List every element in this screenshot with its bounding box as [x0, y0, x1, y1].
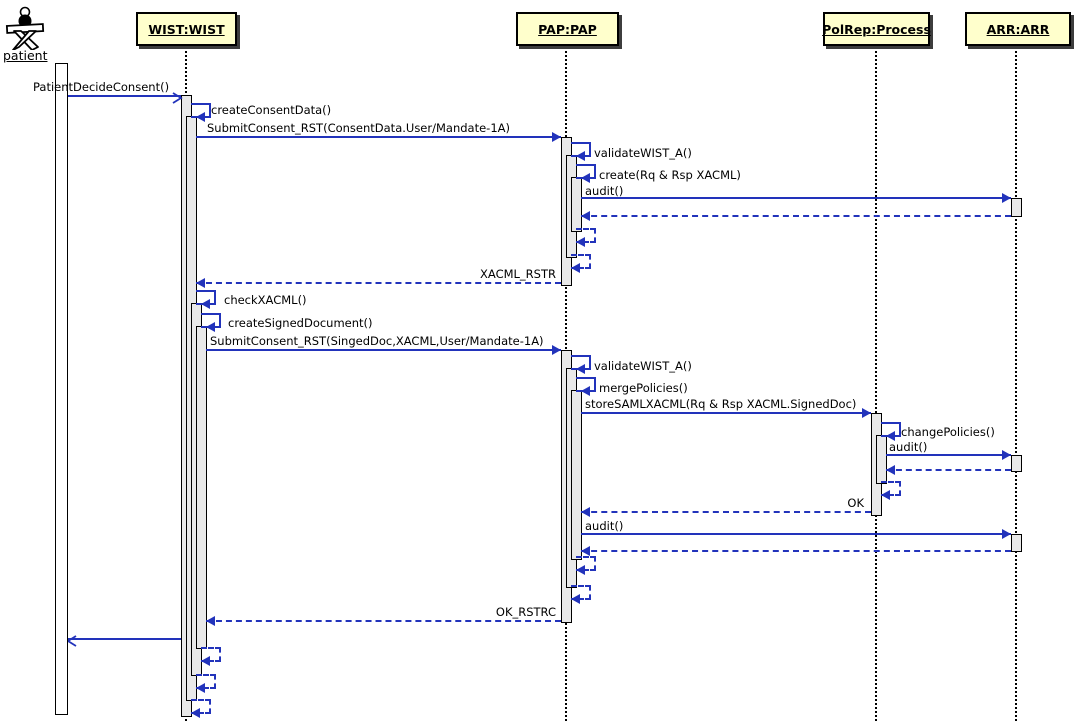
message-label-changePolicies: changePolicies()	[901, 425, 995, 439]
message-audit-2	[886, 454, 1011, 456]
arrowhead-audit-1-return	[581, 211, 590, 221]
message-label-audit-1: audit()	[585, 184, 624, 198]
message-label-checkXACML: checkXACML()	[224, 293, 307, 307]
activation-PolRep-11	[876, 435, 887, 484]
message-PatientDecideConsent	[68, 95, 181, 97]
message-label-audit-2: audit()	[889, 440, 928, 454]
arrowhead-audit-3	[1002, 529, 1011, 539]
lifeline-header-wist: WIST:WIST	[136, 12, 237, 46]
message-label-OK: OK	[847, 496, 864, 510]
message-audit-3-return	[581, 550, 1011, 552]
arrowhead-audit-2	[1002, 450, 1011, 460]
self-return-implicit-return-4	[576, 556, 596, 571]
message-OK	[581, 511, 871, 513]
activation-ARR-14	[1011, 534, 1022, 552]
actor-label: patient	[3, 48, 48, 63]
arrowhead-PatientDecideConsent	[171, 89, 183, 108]
arrowhead-audit-1	[1002, 193, 1011, 203]
arrowhead-implicit-return-6	[201, 656, 210, 666]
lifeline-header-polrep: PolRep:Process	[822, 12, 931, 46]
self-return-implicit-return-3	[881, 481, 901, 496]
message-label-SubmitConsent_RST-2: SubmitConsent_RST(SingedDoc,XACML,User/M…	[210, 334, 544, 348]
message-label-validateWIST_A-2: validateWIST_A()	[594, 359, 692, 373]
lifeline-header-arr: ARR:ARR	[965, 12, 1071, 46]
actor-icon	[4, 6, 46, 54]
lifeline-ARR	[1015, 46, 1017, 721]
self-return-implicit-return-2	[571, 254, 591, 269]
arrowhead-changePolicies	[886, 431, 895, 441]
arrowhead-validateWIST_A-1	[576, 151, 585, 161]
message-label-OK_RSTRC: OK_RSTRC	[495, 605, 556, 619]
arrowhead-implicit-return-7	[196, 683, 205, 693]
message-label-storeSAMLXACML: storeSAMLXACML(Rq & Rsp XACML.SignedDoc)	[585, 397, 857, 411]
arrowhead-implicit-return-5	[571, 594, 580, 604]
message-label-audit-3: audit()	[585, 519, 624, 533]
arrowhead-implicit-return-8	[191, 708, 200, 718]
arrowhead-implicit-return-2	[571, 263, 580, 273]
lifeline-header-arr-label: ARR:ARR	[986, 21, 1050, 37]
arrowhead-SubmitConsent_RST-1	[552, 132, 561, 142]
message-label-createSignedDocument: createSignedDocument()	[228, 316, 373, 330]
arrowhead-validateWIST_A-2	[576, 364, 585, 374]
arrowhead-audit-3-return	[581, 546, 590, 556]
arrowhead-SubmitConsent_RST-2	[552, 345, 561, 355]
activation-ARR-12	[1011, 198, 1022, 217]
arrowhead-createSignedDocument	[206, 322, 215, 332]
lifeline-header-pap: PAP:PAP	[516, 12, 619, 46]
arrowhead-return-to-patient	[66, 632, 78, 651]
activation-PAP-6	[571, 177, 582, 232]
arrowhead-checkXACML	[201, 299, 210, 309]
self-return-implicit-return-7	[196, 674, 216, 689]
message-audit-3	[581, 533, 1011, 535]
self-return-implicit-return-1	[576, 228, 596, 243]
self-return-implicit-return-6	[201, 647, 221, 662]
message-audit-1-return	[581, 215, 1011, 217]
message-label-PatientDecideConsent: PatientDecideConsent()	[33, 80, 170, 94]
message-label-create-Rq-Rsp-XACML: create(Rq & Rsp XACML)	[599, 168, 741, 182]
arrowhead-createConsentData	[196, 112, 205, 122]
message-return-to-patient	[68, 638, 206, 640]
lifeline-header-polrep-label: PolRep:Process	[822, 21, 931, 37]
lifeline-header-wist-label: WIST:WIST	[148, 21, 225, 37]
arrowhead-OK_RSTRC	[206, 616, 215, 626]
arrowhead-OK	[581, 507, 590, 517]
self-return-implicit-return-8	[191, 699, 211, 714]
message-label-validateWIST_A-1: validateWIST_A()	[594, 146, 692, 160]
message-SubmitConsent_RST-2	[206, 349, 561, 351]
self-return-implicit-return-5	[571, 585, 591, 600]
activation-patient	[55, 63, 68, 715]
arrowhead-storeSAMLXACML	[862, 408, 871, 418]
arrowhead-mergePolicies	[581, 386, 590, 396]
lifeline-header-pap-label: PAP:PAP	[538, 21, 597, 37]
message-audit-1	[581, 197, 1011, 199]
message-label-mergePolicies: mergePolicies()	[599, 381, 688, 395]
arrowhead-implicit-return-1	[576, 237, 585, 247]
message-label-XACML_RSTR: XACML_RSTR	[480, 267, 556, 281]
message-OK_RSTRC	[206, 620, 561, 622]
lifeline-PolRep	[875, 46, 877, 721]
message-storeSAMLXACML	[581, 412, 871, 414]
arrowhead-audit-2-return	[886, 465, 895, 475]
message-label-SubmitConsent_RST-1: SubmitConsent_RST(ConsentData.User/Manda…	[207, 121, 510, 135]
arrowhead-implicit-return-3	[881, 490, 890, 500]
activation-WIST-3	[196, 326, 207, 649]
arrowhead-implicit-return-4	[576, 565, 585, 575]
message-audit-2-return	[886, 469, 1011, 471]
message-XACML_RSTR	[196, 282, 561, 284]
message-SubmitConsent_RST-1	[196, 136, 561, 138]
activation-ARR-13	[1011, 455, 1022, 472]
arrowhead-create-Rq-Rsp-XACML	[581, 173, 590, 183]
arrowhead-XACML_RSTR	[196, 278, 205, 288]
message-label-createConsentData: createConsentData()	[211, 103, 332, 117]
